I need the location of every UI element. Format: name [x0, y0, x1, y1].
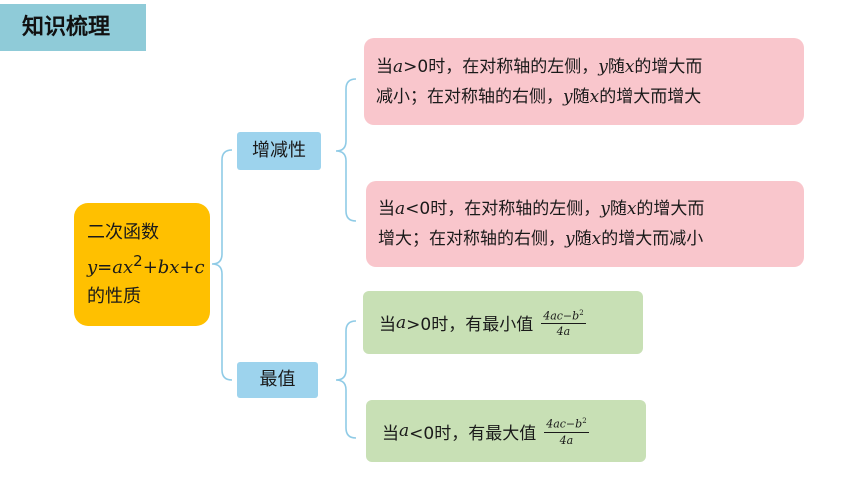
formula-square: 2 — [133, 252, 143, 270]
fraction-denominator: 4a — [559, 433, 574, 447]
extremum-bracket — [335, 320, 357, 439]
root-line3: 的性质 — [87, 286, 141, 307]
text-tail: 的增大而 — [634, 57, 703, 77]
formula-y: y — [87, 257, 98, 278]
monotonicity-bracket — [335, 78, 357, 222]
fraction-vertex-value: 4ac−b2 4a — [544, 415, 589, 447]
text-condition: >0时，有最小值 — [406, 315, 534, 335]
text-condition: >0时，在对称轴的左侧， — [403, 57, 599, 77]
fraction-vertex-value: 4ac−b2 4a — [541, 307, 586, 339]
text-sui: 随 — [607, 57, 625, 77]
root-node-quadratic-function: 二次函数 y=ax2+bx+c 的性质 — [74, 203, 210, 326]
root-formula: y=ax2+bx+c — [87, 247, 210, 282]
text-condition: <0时，在对称轴的左侧， — [405, 199, 601, 219]
text-line2: 减小；在对称轴的右侧， — [376, 87, 563, 107]
item-line1: 当a>0时，在对称轴的左侧，y随x的增大而 — [376, 52, 804, 82]
var-y: y — [565, 229, 575, 249]
item-line2: 减小；在对称轴的右侧，y随x的增大而增大 — [376, 82, 804, 112]
var-a: a — [396, 312, 407, 333]
text-tail: 的增大而减小 — [601, 229, 704, 249]
var-x: x — [626, 199, 637, 219]
text-sui: 随 — [609, 199, 627, 219]
var-a: a — [399, 421, 410, 441]
text-prefix: 当 — [376, 57, 393, 77]
text-condition: <0时，有最大值 — [409, 423, 537, 444]
monotonicity-item-a-positive: 当a>0时，在对称轴的左侧，y随x的增大而 减小；在对称轴的右侧，y随x的增大而… — [364, 38, 804, 125]
formula-eq: = — [97, 257, 113, 278]
var-x: x — [624, 57, 635, 77]
branch-extremum: 最值 — [237, 362, 318, 398]
var-y: y — [563, 87, 573, 107]
fraction-denominator: 4a — [556, 325, 571, 339]
fraction-numerator: 4ac−b2 — [544, 417, 589, 433]
branch-monotonicity: 增减性 — [237, 132, 321, 170]
monotonicity-item-a-negative: 当a<0时，在对称轴的左侧，y随x的增大而 增大；在对称轴的右侧，y随x的增大而… — [366, 181, 804, 267]
text-tail: 的增大而增大 — [599, 87, 702, 107]
root-line1: 二次函数 — [87, 222, 159, 243]
fraction-numerator: 4ac−b2 — [541, 308, 586, 325]
text-tail: 的增大而 — [636, 199, 705, 219]
var-a: a — [395, 199, 406, 219]
item-line2: 增大；在对称轴的右侧，y随x的增大而减小 — [378, 224, 804, 254]
var-y: y — [600, 199, 610, 219]
text-sui: 随 — [572, 87, 590, 107]
formula-rest: +bx+c — [142, 257, 205, 278]
var-y: y — [598, 57, 608, 77]
text-prefix: 当 — [379, 315, 396, 335]
section-title: 知识梳理 — [0, 4, 146, 51]
var-x: x — [589, 87, 600, 107]
item-line1: 当a<0时，在对称轴的左侧，y随x的增大而 — [378, 194, 804, 224]
var-x: x — [591, 229, 602, 249]
text-sui: 随 — [574, 229, 592, 249]
root-bracket — [211, 149, 233, 381]
text-line2: 增大；在对称轴的右侧， — [378, 229, 565, 249]
formula-ax: ax — [112, 257, 134, 278]
text-prefix: 当 — [378, 199, 395, 219]
var-a: a — [393, 57, 404, 77]
text-prefix: 当 — [382, 423, 399, 444]
